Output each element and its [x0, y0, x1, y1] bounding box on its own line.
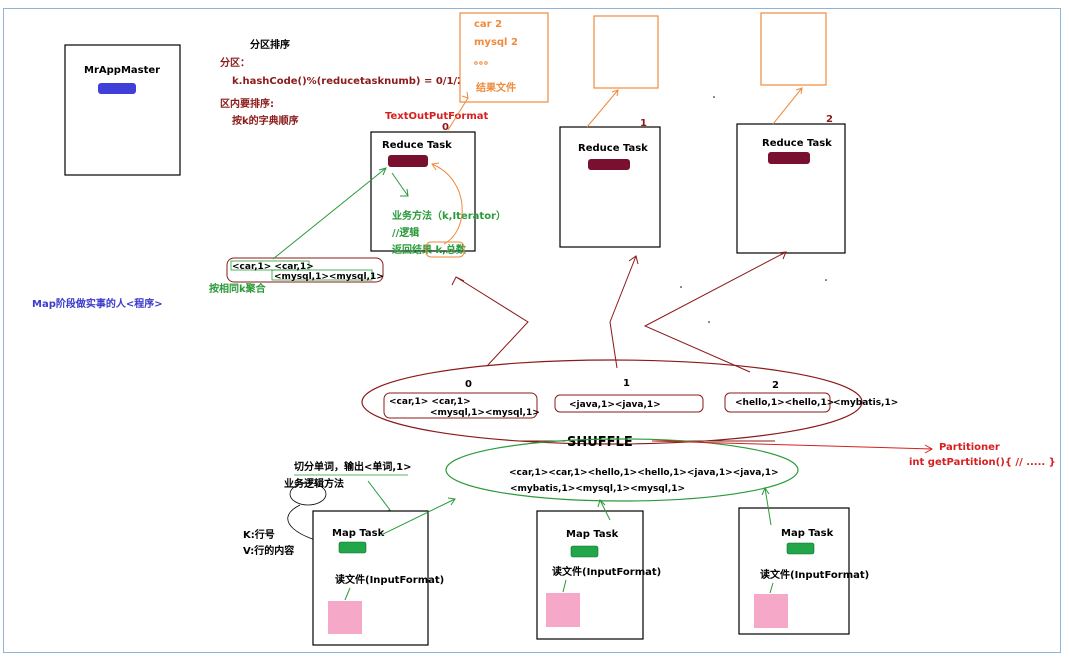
- input-file: [546, 593, 580, 627]
- partition-2: 2 <hello,1><hello,1> <mybatis,1>: [724, 380, 898, 413]
- map-3-to-shuffle: [764, 487, 772, 526]
- partition-row-1: <hello,1><hello,1>: [735, 398, 834, 408]
- partition-ellipse: [361, 359, 863, 445]
- reduce-task-index: 0: [442, 122, 449, 133]
- map-task-title: Map Task: [332, 528, 385, 539]
- reduce-logic: 业务方法（k,Iterator） //逻辑 返回结果 k,总数: [392, 209, 506, 258]
- map-2-to-shuffle: [599, 499, 611, 521]
- partition-row-1: <java,1><java,1>: [569, 400, 661, 410]
- map-task-1: Map Task 读文件(InputFormat): [312, 510, 444, 646]
- reduce-input-arrow: [391, 172, 409, 197]
- sort-rule: 按k的字典顺序: [232, 114, 299, 127]
- result-file-label: 结果文件: [476, 81, 516, 94]
- reduce-task-title: Reduce Task: [762, 138, 832, 149]
- input-file: [328, 601, 362, 634]
- grouped-pairs-row-1: <car,1> <car,1>: [232, 262, 314, 272]
- partition-1-to-reduce: [609, 255, 637, 369]
- partitioner-arrow: [651, 440, 933, 450]
- partition-label: 分区：: [220, 56, 250, 69]
- output-format-label: TextOutPutFormat: [385, 111, 489, 122]
- map-task-status-bar: [338, 541, 367, 554]
- map-phase-note: Map阶段做实事的人<程序>: [32, 297, 163, 310]
- result-file-2: [760, 12, 827, 86]
- map-task-status-bar: [786, 542, 815, 555]
- partition-0-to-reduce: [455, 276, 529, 367]
- result-highlight: [425, 241, 465, 258]
- group-to-reduce-arrow: [272, 167, 387, 260]
- result-line-1: car 2: [474, 19, 502, 30]
- map-task-input-label: 读文件(InputFormat): [335, 573, 444, 586]
- map-task-input-label: 读文件(InputFormat): [552, 565, 661, 578]
- reduce-task-status-bar: [768, 152, 810, 164]
- map-task-title: Map Task: [781, 528, 834, 539]
- reduce-logic-line-2: //逻辑: [392, 226, 419, 239]
- reduce-task-index: 1: [640, 118, 647, 129]
- reduce-task-0: 0 Reduce Task: [370, 122, 476, 252]
- shuffle-row-1: <car,1><car,1><hello,1><hello,1><java,1>…: [509, 468, 779, 478]
- partition-formula: k.hashCode()%(reducetasknumb) = 0/1/2: [232, 76, 464, 87]
- shuffle-label: SHUFFLE: [567, 435, 633, 450]
- shuffle-row-2: <mybatis,1><mysql,1><mysql,1>: [510, 484, 685, 494]
- map-notes: 切分单词，输出<单词,1> 业务逻辑方法 K:行号 V:行的内容: [243, 460, 412, 557]
- result-dots: 。。。: [474, 56, 494, 67]
- partition-0: 0 <car,1> <car,1> <mysql,1><mysql,1>: [383, 379, 540, 419]
- reduce-task-title: Reduce Task: [578, 143, 648, 154]
- partition-row-1: <car,1> <car,1>: [389, 397, 471, 407]
- reduce-task-1: 1 Reduce Task: [559, 118, 661, 248]
- app-master-box: MrAppMaster: [64, 44, 181, 176]
- map-task-status-bar: [570, 545, 599, 558]
- partition-2-to-reduce: [643, 251, 787, 373]
- grouped-pairs-box: <car,1> <car,1> <mysql,1><mysql,1> 按相同k聚…: [209, 257, 384, 295]
- grouped-pairs-caption: 按相同k聚合: [209, 282, 267, 295]
- sort-label: 区内要排序:: [220, 97, 274, 110]
- partition-row-2: <mybatis,1>: [833, 398, 898, 408]
- reduce-task-index: 2: [826, 114, 833, 125]
- value-description: V:行的内容: [243, 544, 294, 557]
- shuffle-ellipse: [445, 438, 799, 502]
- map-task-title: Map Task: [566, 529, 619, 540]
- result-file-0: car 2 mysql 2 。。。 结果文件: [459, 12, 549, 103]
- split-words-note: 切分单词，输出<单词,1>: [294, 460, 412, 473]
- canvas-frame: [3, 8, 1061, 653]
- output-arrow-0: [447, 97, 469, 131]
- result-file-1: [593, 15, 659, 89]
- partition-notes: 分区排序 分区： k.hashCode()%(reducetasknumb) =…: [220, 38, 464, 127]
- reduce-task-status-bar: [588, 159, 630, 170]
- map-1-to-shuffle: [380, 498, 456, 536]
- partitioner-signature: int getPartition(){ // ..... }: [909, 457, 1056, 468]
- map-task-2: Map Task 读文件(InputFormat): [536, 510, 661, 640]
- partition-index: 2: [772, 380, 779, 391]
- output-arrow-1: [586, 89, 619, 128]
- partition-index: 0: [465, 379, 472, 390]
- partition-1: 1 <java,1><java,1>: [554, 378, 704, 413]
- map-task-input-label: 读文件(InputFormat): [760, 568, 869, 581]
- reduce-logic-loop: [431, 163, 463, 245]
- map-task-3: Map Task 读文件(InputFormat): [738, 507, 869, 635]
- partition-notes-title: 分区排序: [250, 38, 290, 51]
- result-line-2: mysql 2: [474, 37, 518, 48]
- key-description: K:行号: [243, 528, 275, 541]
- app-master-status-bar: [98, 83, 136, 94]
- app-master-title: MrAppMaster: [84, 65, 160, 76]
- reduce-task-title: Reduce Task: [382, 140, 452, 151]
- grouped-pairs-row-2: <mysql,1><mysql,1>: [274, 272, 384, 282]
- partition-index: 1: [623, 378, 630, 389]
- output-arrow-2: [772, 87, 803, 125]
- reduce-task-status-bar: [388, 155, 428, 167]
- input-file: [754, 594, 788, 628]
- partition-row-2: <mysql,1><mysql,1>: [430, 408, 540, 418]
- reduce-task-2: 2 Reduce Task: [736, 114, 846, 254]
- partitioner-title: Partitioner: [939, 442, 1000, 453]
- reduce-logic-line-1: 业务方法（k,Iterator）: [392, 209, 506, 222]
- reduce-logic-line-3: 返回结果 k,总数: [392, 243, 467, 256]
